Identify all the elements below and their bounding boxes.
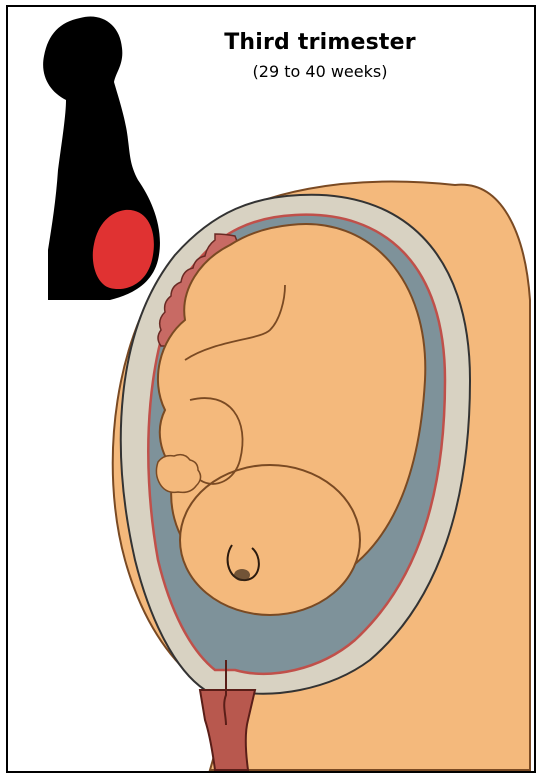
fetus-head: [180, 465, 360, 615]
cervix: [200, 690, 255, 770]
fetus-ear-shadow: [234, 569, 250, 581]
